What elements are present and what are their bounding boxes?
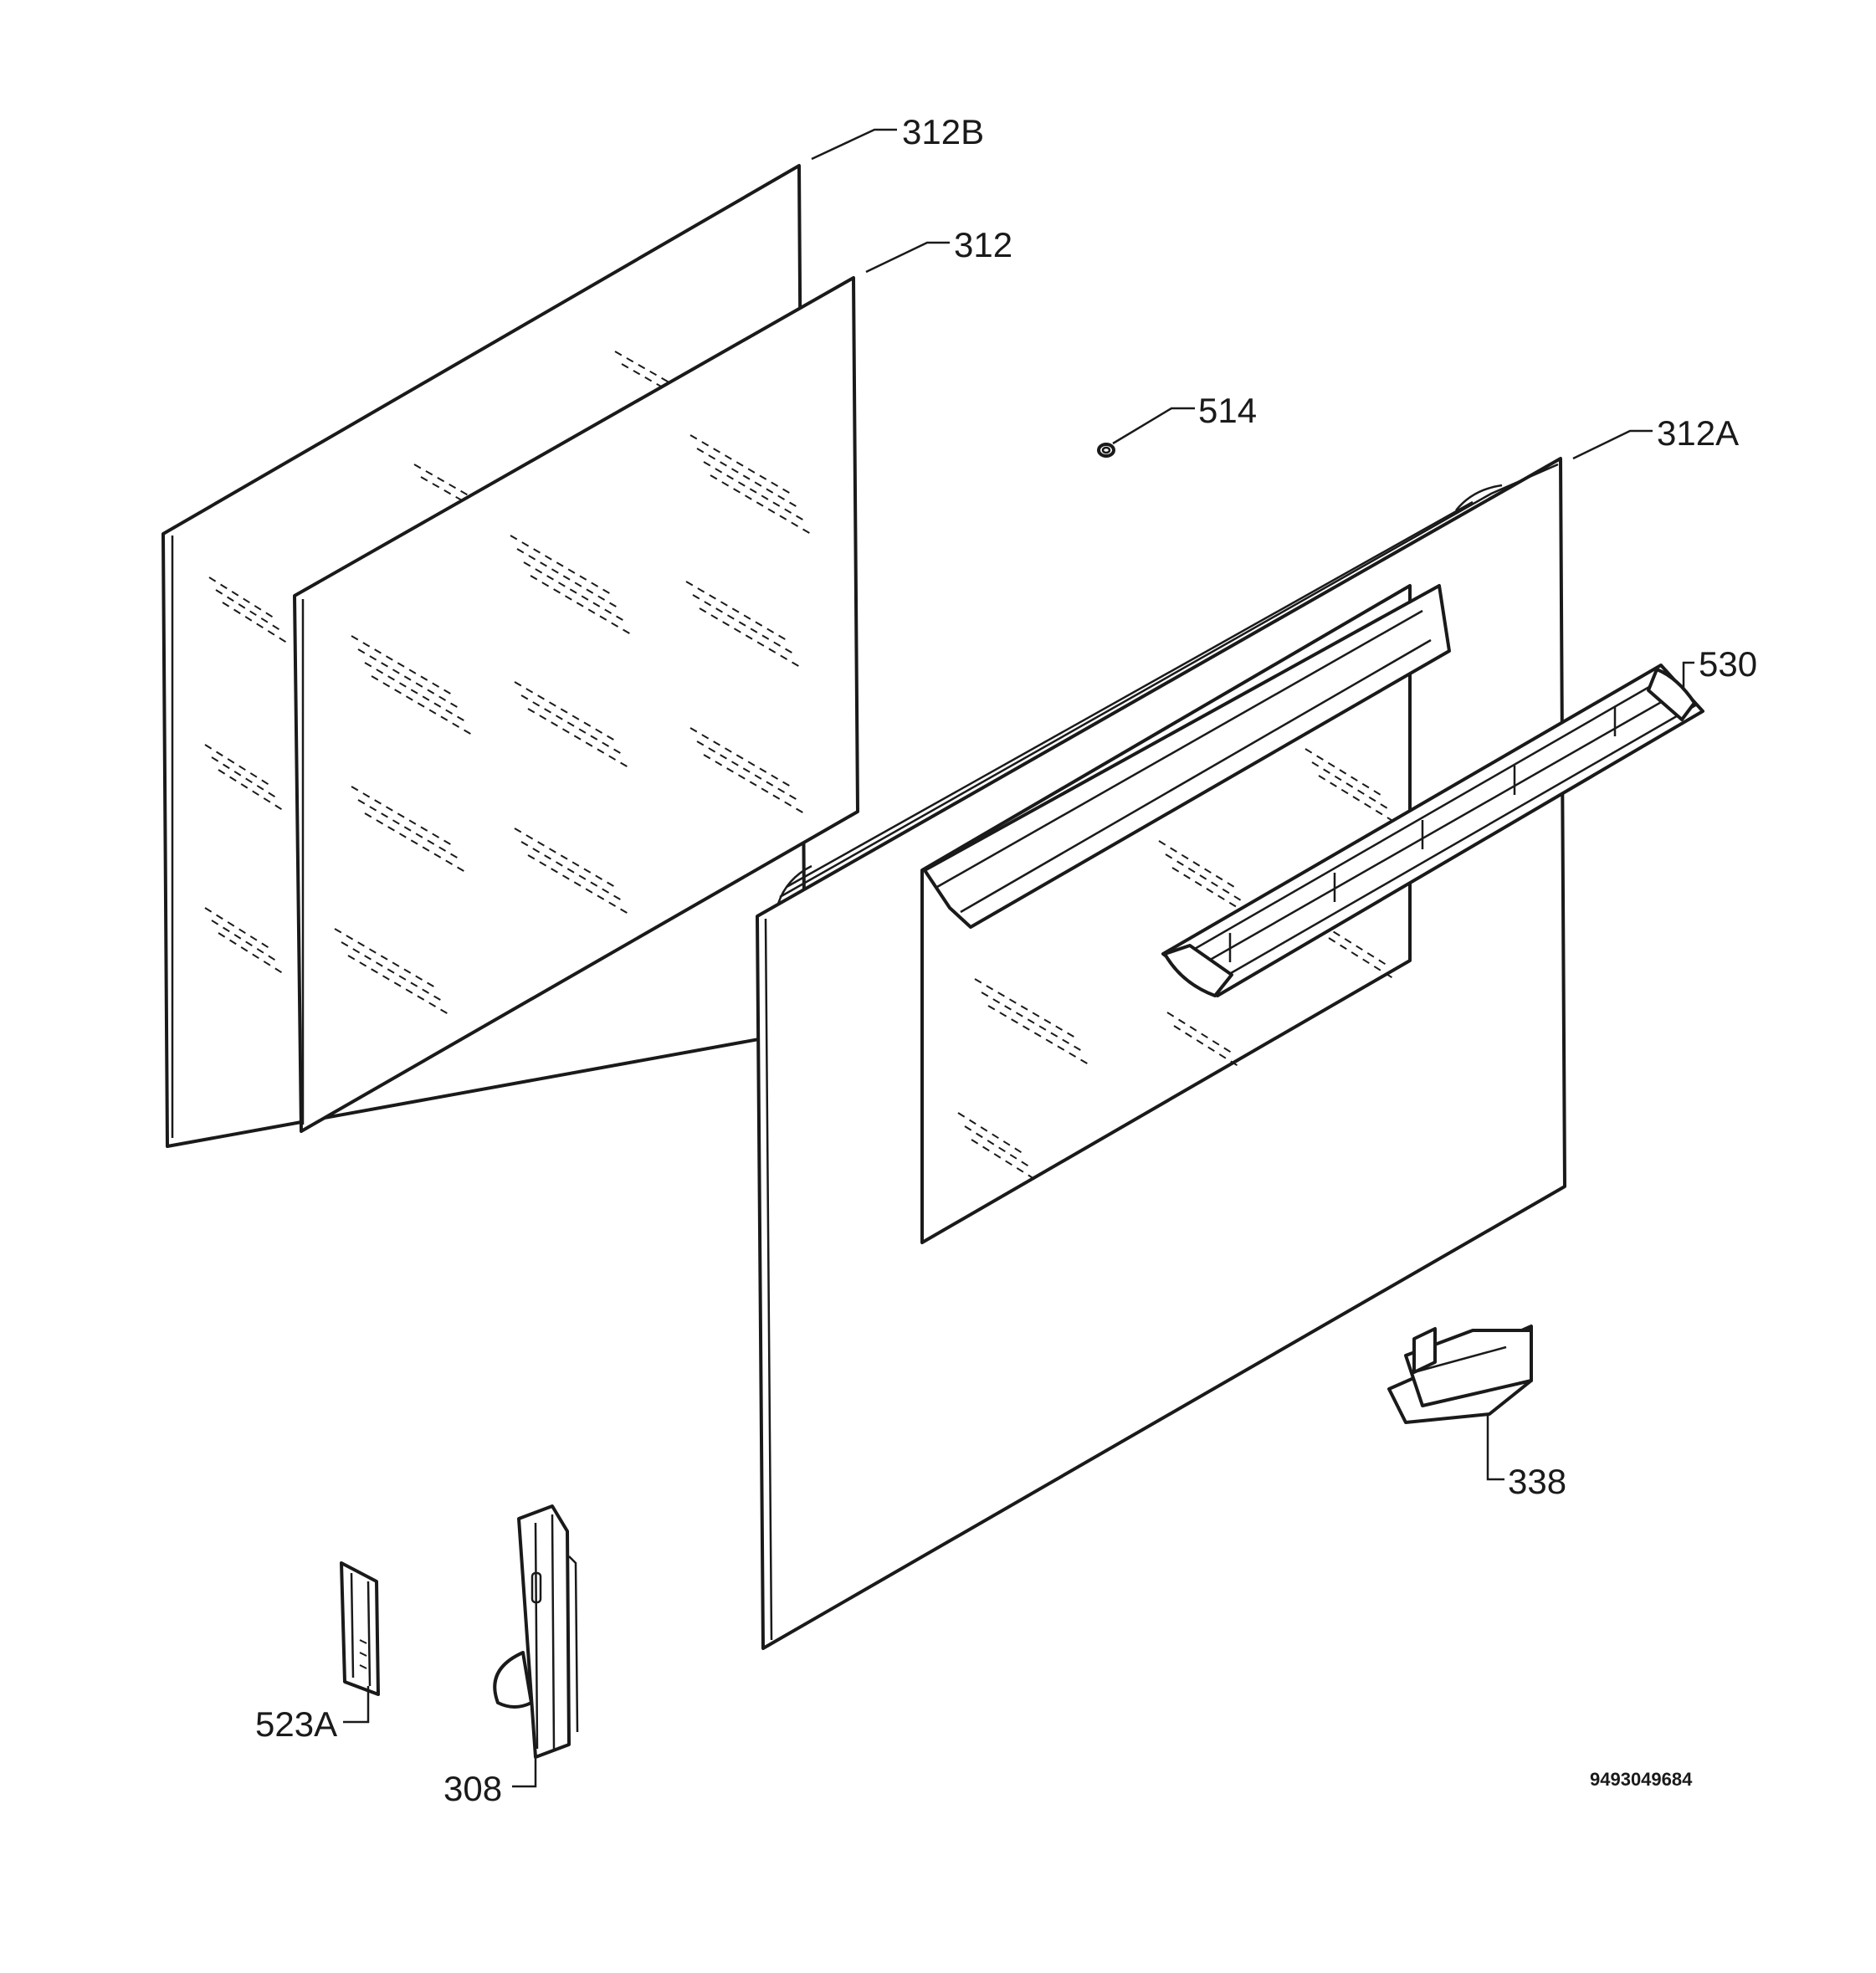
handle-bracket-530	[1161, 664, 1704, 997]
drawing-code: 9493049684	[1590, 1769, 1693, 1790]
label-308: 308	[443, 1769, 502, 1808]
label-312: 312	[954, 225, 1012, 264]
glass-hatch-marks-312	[334, 434, 812, 1015]
label-312A: 312A	[1657, 413, 1739, 453]
door-glass-hatch-marks	[957, 748, 1397, 1182]
label-530: 530	[1699, 644, 1757, 684]
hinge-308	[493, 1504, 579, 1759]
hinge-cover-338	[1387, 1325, 1533, 1424]
label-312B: 312B	[902, 112, 984, 151]
label-523A: 523A	[255, 1704, 337, 1744]
inner-window-frame	[920, 584, 1451, 1244]
screw-514	[1097, 443, 1115, 458]
outer-door-glass-312A	[756, 457, 1566, 1650]
leader-lines	[343, 128, 1694, 1788]
label-338: 338	[1508, 1462, 1566, 1501]
hinge-clip-523A	[340, 1561, 380, 1696]
label-514: 514	[1198, 391, 1257, 430]
glass-panel-312	[293, 276, 859, 1133]
